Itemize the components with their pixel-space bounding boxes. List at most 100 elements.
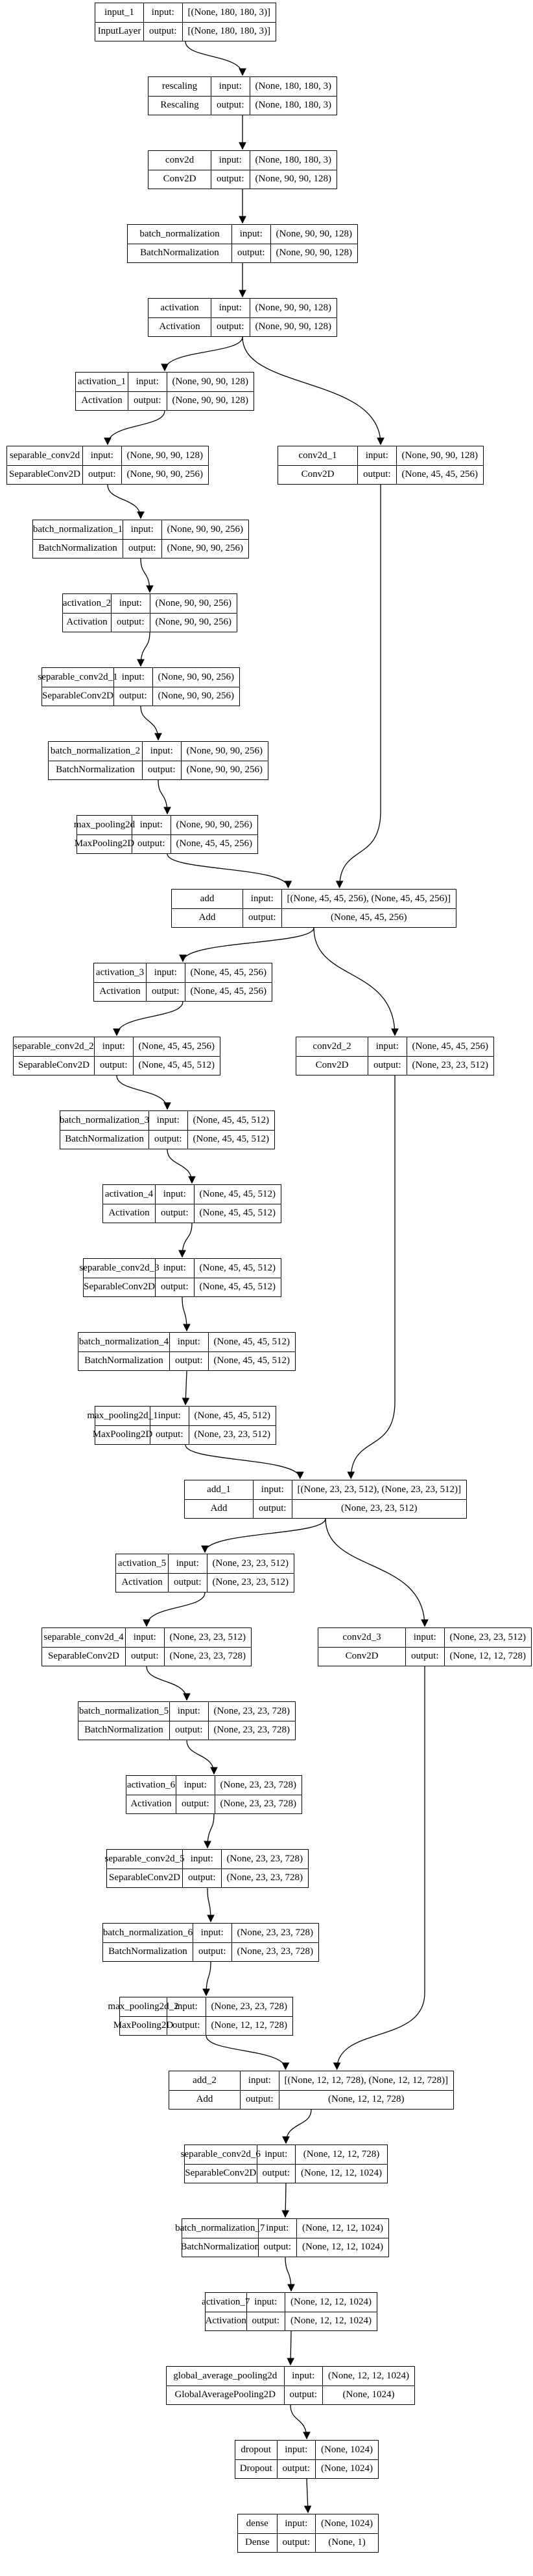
output-label: output: bbox=[143, 760, 181, 780]
layer-class: Activation bbox=[148, 317, 211, 337]
input-shape: (None, 180, 180, 3) bbox=[255, 80, 331, 91]
output-label: output: bbox=[167, 2016, 206, 2036]
port-labels: input:output: bbox=[257, 2145, 296, 2183]
port-labels: input:output: bbox=[406, 1628, 445, 1666]
shape-values: (None, 23, 23, 512)(None, 23, 23, 512) bbox=[207, 1554, 294, 1592]
edge-batch-normalization-4-to-max-pooling2d-1 bbox=[182, 1370, 190, 1406]
output-label: output: bbox=[144, 21, 182, 41]
layer-name: activation_3 bbox=[95, 967, 145, 978]
shape-values: (None, 45, 45, 512)(None, 45, 45, 512) bbox=[194, 1259, 281, 1296]
edge-conv2d-2-to-add-1 bbox=[347, 1075, 396, 1480]
output-label: output: bbox=[149, 1129, 187, 1149]
input-label: input: bbox=[184, 1779, 207, 1790]
edge-batch-normalization-7-to-activation-7 bbox=[285, 2257, 295, 2292]
output-label: output: bbox=[170, 1351, 208, 1371]
layer-class: BatchNormalization bbox=[33, 538, 123, 558]
output-shape: (None, 12, 12, 728) bbox=[444, 1646, 531, 1666]
input-shape: (None, 23, 23, 728) bbox=[237, 1927, 313, 1938]
port-labels: input:output: bbox=[211, 151, 250, 189]
shape-values: (None, 23, 23, 512)(None, 12, 12, 728) bbox=[444, 1628, 531, 1666]
output-label: output: bbox=[170, 1720, 208, 1740]
shape-values: (None, 180, 180, 3)(None, 180, 180, 3) bbox=[250, 77, 337, 115]
input-shape: (None, 23, 23, 512) bbox=[169, 1631, 246, 1642]
port-labels: input: output: bbox=[144, 3, 183, 41]
output-label: output: bbox=[358, 465, 396, 485]
input-label: input: bbox=[292, 2370, 315, 2381]
input-label: input: bbox=[266, 2222, 289, 2233]
shape-values: (None, 90, 90, 256)(None, 90, 90, 256) bbox=[152, 668, 239, 706]
layer-class: Activation bbox=[116, 1572, 168, 1593]
layer-name: separable_conv2d_1 bbox=[38, 671, 118, 682]
output-label: output: bbox=[147, 982, 185, 1002]
input-shape: (None, 45, 45, 256) bbox=[190, 967, 266, 978]
layer-class: BatchNormalization bbox=[180, 2237, 259, 2257]
output-shape: (None, 45, 45, 512) bbox=[187, 1129, 274, 1149]
output-label: output: bbox=[257, 2163, 296, 2183]
edge-separable-conv2d-to-batch-normalization-1 bbox=[107, 484, 145, 520]
layer-class: BatchNormalization bbox=[78, 1351, 169, 1371]
input-label: input: bbox=[102, 1041, 125, 1052]
input-label: input: bbox=[151, 6, 174, 17]
port-labels: input:output: bbox=[123, 520, 162, 558]
layer-name: activation_6 bbox=[126, 1779, 176, 1790]
layer-name: batch_normalization_2 bbox=[50, 745, 141, 756]
shape-values: [(None, 45, 45, 256), (None, 45, 45, 256… bbox=[281, 890, 456, 927]
port-labels: input:output: bbox=[183, 1850, 222, 1887]
layer-name: global_average_pooling2d bbox=[173, 2370, 278, 2381]
output-label: output: bbox=[156, 1203, 194, 1223]
edge-batch-normalization-2-to-max-pooling2d bbox=[158, 779, 171, 815]
shape-values: (None, 12, 12, 1024)(None, 12, 12, 1024) bbox=[285, 2293, 377, 2330]
shape-values: (None, 45, 45, 256)(None, 45, 45, 512) bbox=[133, 1037, 220, 1075]
port-labels: input:output: bbox=[243, 890, 282, 927]
layer-class: MaxPooling2D bbox=[93, 1425, 152, 1445]
shape-values: [(None, 23, 23, 512), (None, 23, 23, 512… bbox=[292, 1480, 466, 1518]
layer-class: SeparableConv2D bbox=[42, 686, 113, 706]
shape-values: (None, 45, 45, 512)(None, 45, 45, 512) bbox=[208, 1333, 295, 1370]
input-shape: (None, 23, 23, 512) bbox=[212, 1558, 289, 1569]
